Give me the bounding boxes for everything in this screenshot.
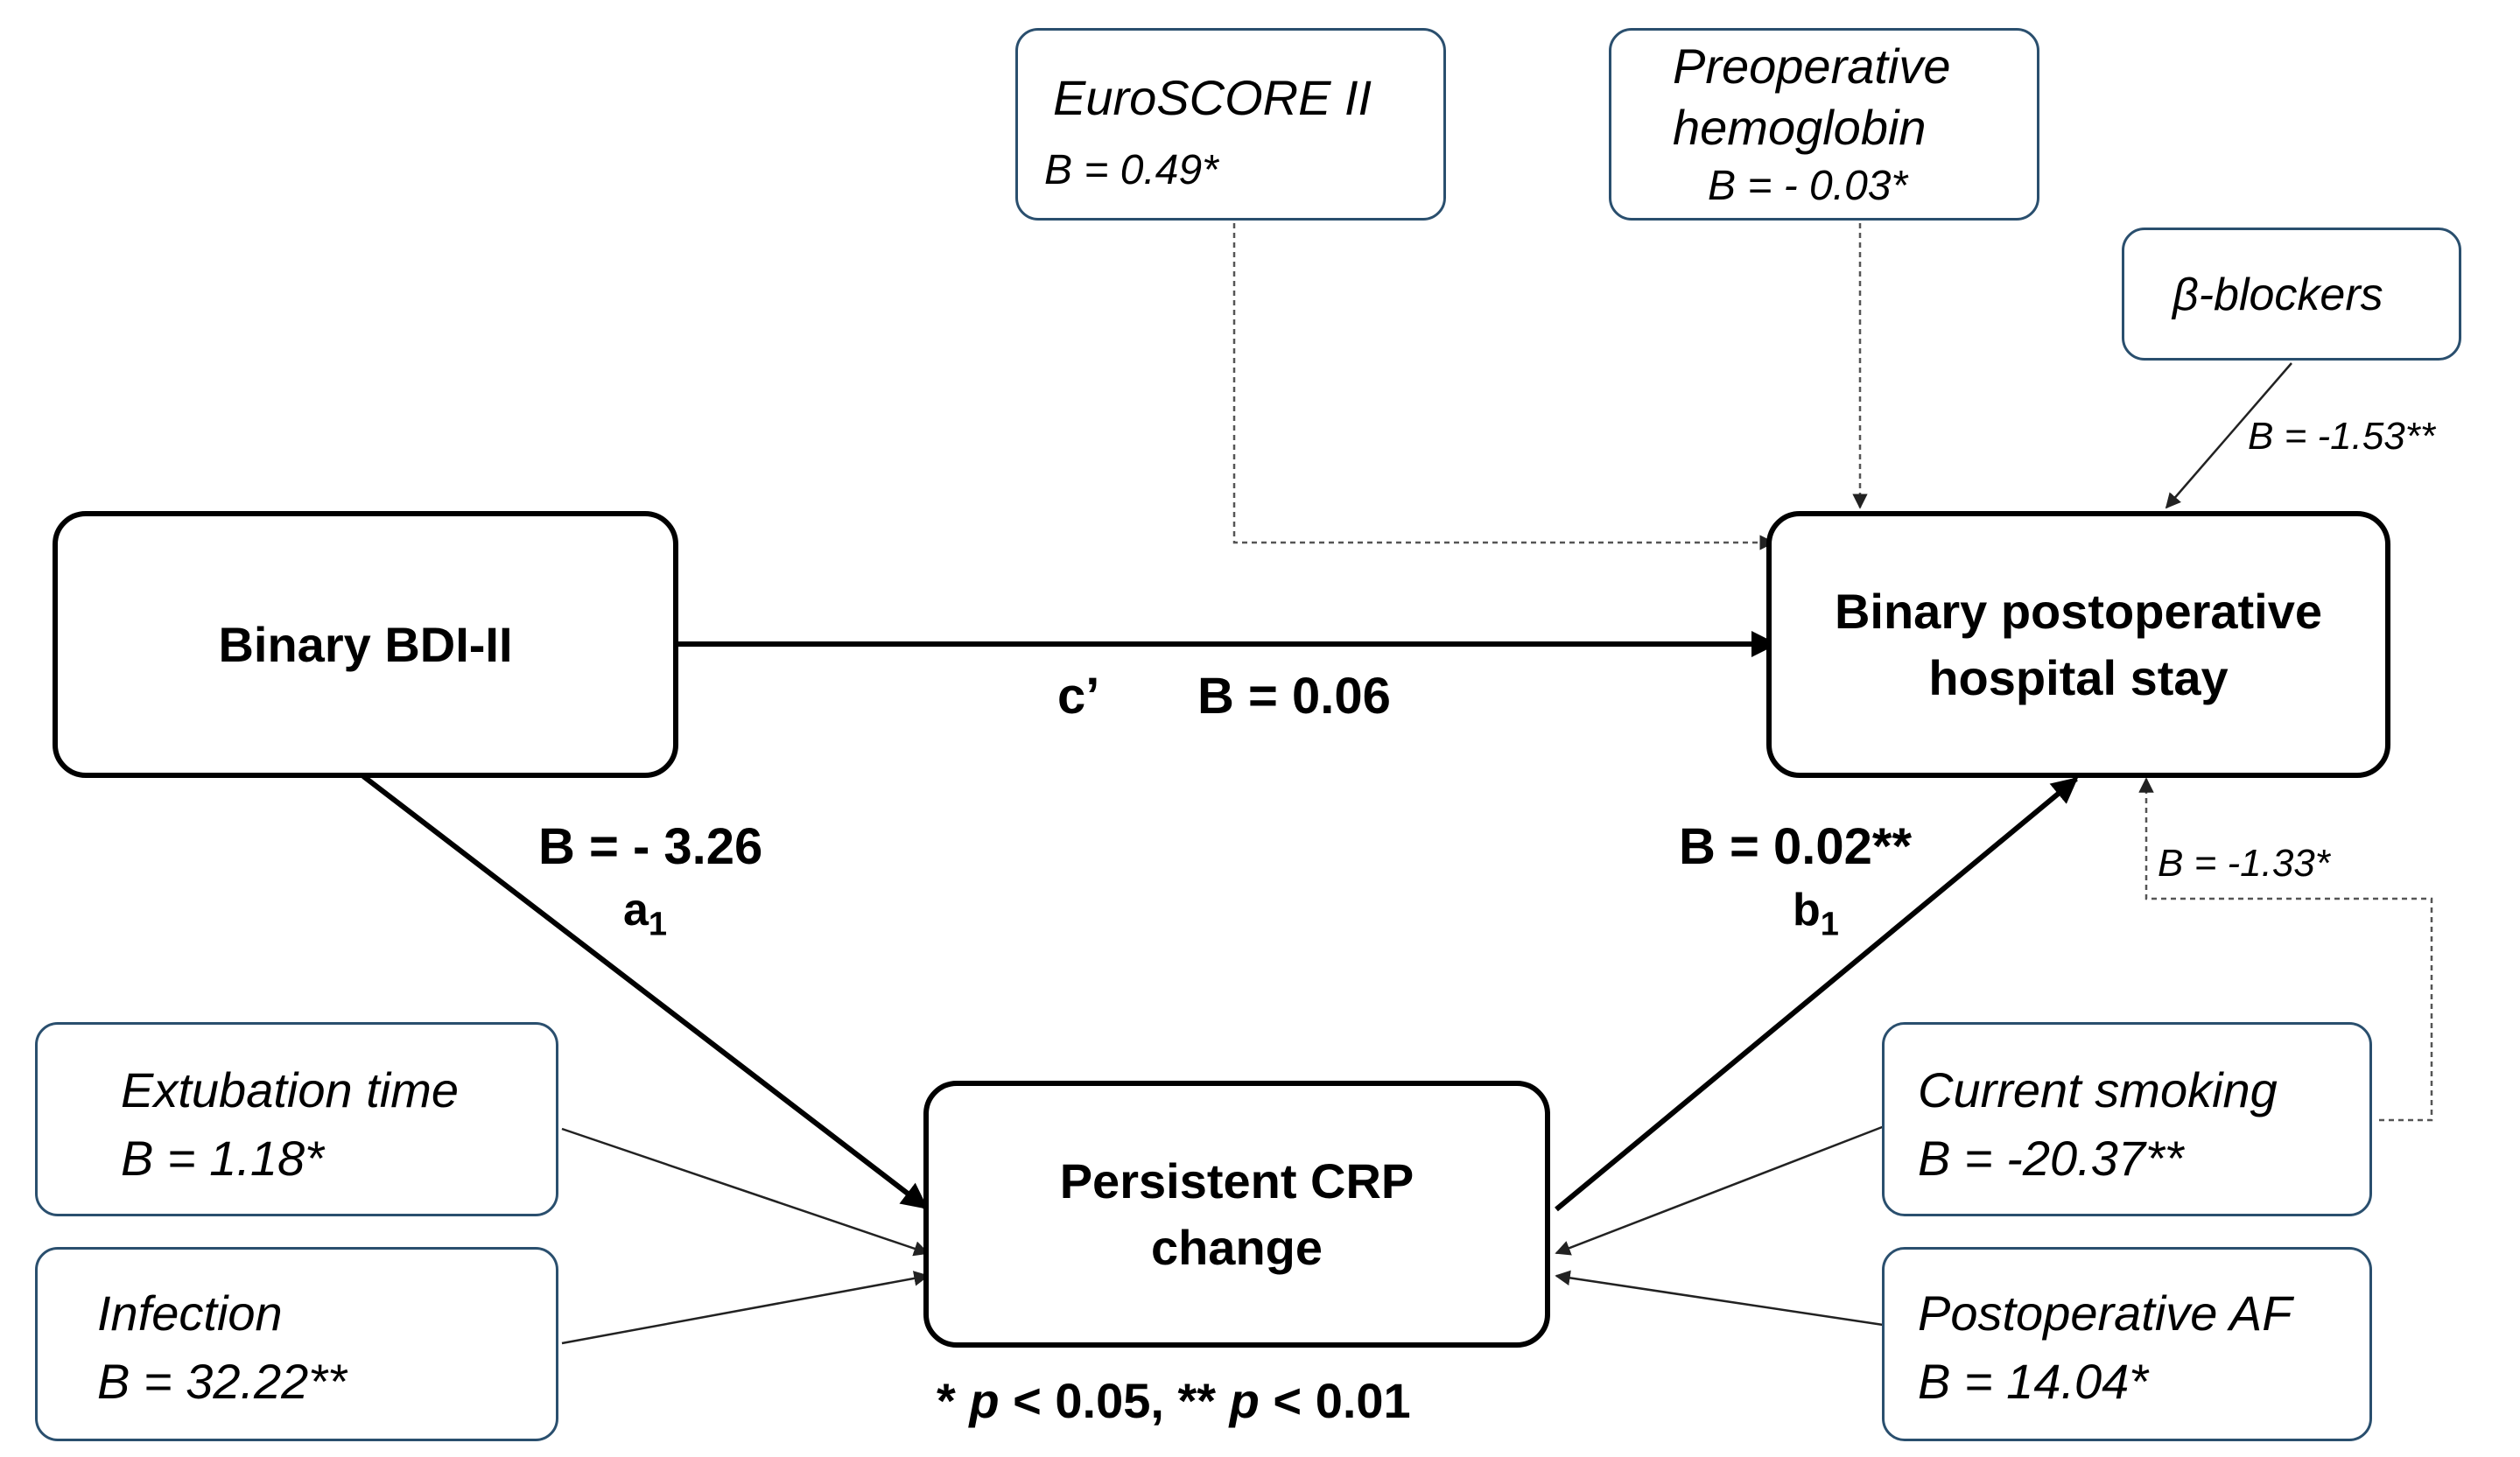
footnote-p2: p bbox=[1229, 1373, 1260, 1428]
node-hospital-stay-line2: hospital stay bbox=[1928, 649, 2229, 705]
cov-hemoglobin-b: B = - 0.03* bbox=[1708, 163, 1908, 209]
path-b1-arrow bbox=[1555, 776, 2079, 1212]
cov-beta-blockers: β-blockers bbox=[2122, 228, 2461, 361]
cov-euroscore-b: B = 0.49* bbox=[1044, 147, 1218, 193]
node-hospital-stay-line1: Binary postoperative bbox=[1834, 583, 2323, 639]
extubation-arrow bbox=[561, 1127, 930, 1257]
path-a1-label: a1 bbox=[623, 884, 667, 943]
infection-arrow bbox=[561, 1271, 930, 1345]
footnote-part3: < 0.01 bbox=[1259, 1373, 1411, 1428]
cov-af-title: Postoperative AF bbox=[1918, 1285, 2292, 1341]
path-b1-sub: 1 bbox=[1820, 906, 1839, 943]
path-b1-b: B = 0.02** bbox=[1679, 818, 1913, 875]
cov-infection-title: Infection bbox=[97, 1285, 283, 1341]
node-crp-line2: change bbox=[1150, 1219, 1323, 1275]
cov-euroscore: EuroSCORE II B = 0.49* bbox=[1015, 28, 1446, 221]
path-c-prime-b: B = 0.06 bbox=[1197, 668, 1391, 725]
path-a1-b: B = - 3.26 bbox=[538, 818, 763, 875]
cov-extubation-b: B = 1.18* bbox=[121, 1131, 324, 1186]
path-b1-letter: b bbox=[1793, 885, 1821, 935]
node-crp-change: Persistent CRP change bbox=[923, 1081, 1550, 1348]
path-a1-letter: a bbox=[623, 885, 649, 935]
node-binary-bdi-label: Binary BDI-II bbox=[218, 616, 513, 672]
cov-euroscore-title: EuroSCORE II bbox=[1053, 70, 1372, 125]
node-hospital-stay: Binary postoperative hospital stay bbox=[1766, 511, 2390, 778]
node-crp-line1: Persistent CRP bbox=[1059, 1152, 1414, 1208]
cov-hemoglobin-title-1: Preoperative bbox=[1673, 39, 1951, 94]
cov-smoking-title: Current smoking bbox=[1918, 1062, 2278, 1117]
beta-blockers-arrow bbox=[2165, 362, 2292, 509]
path-a1-arrow bbox=[362, 774, 929, 1210]
smoking-stay-b: B = -1.33* bbox=[2158, 842, 2330, 885]
cov-postoperative-af: Postoperative AF B = 14.04* bbox=[1882, 1247, 2372, 1441]
significance-footnote: * p < 0.05, ** p < 0.01 bbox=[937, 1372, 1411, 1429]
cov-smoking-b: B = -20.37** bbox=[1918, 1131, 2184, 1186]
path-a1-sub: 1 bbox=[648, 906, 668, 943]
cov-smoking: Current smoking B = -20.37** bbox=[1882, 1022, 2372, 1216]
smoking-crp-arrow bbox=[1555, 1123, 1890, 1256]
beta-blockers-b: B = -1.53** bbox=[2248, 415, 2436, 458]
footnote-part1: * bbox=[937, 1373, 970, 1428]
footnote-p1: p bbox=[969, 1373, 1000, 1428]
cov-extubation-title: Extubation time bbox=[121, 1062, 459, 1117]
smoking-stay-arrow bbox=[2138, 777, 2433, 1122]
cov-hemoglobin-title-2: hemoglobin bbox=[1673, 100, 1927, 155]
cov-infection-b: B = 32.22** bbox=[97, 1354, 347, 1409]
path-b1-label: b1 bbox=[1793, 884, 1839, 943]
cov-af-b: B = 14.04* bbox=[1918, 1354, 2149, 1409]
cov-extubation: Extubation time B = 1.18* bbox=[35, 1022, 558, 1216]
cov-beta-blockers-title: β-blockers bbox=[2173, 270, 2383, 320]
af-arrow bbox=[1555, 1270, 1890, 1327]
path-c-prime-label: c’ bbox=[1057, 668, 1100, 725]
node-binary-bdi: Binary BDI-II bbox=[53, 511, 678, 778]
euroscore-arrow bbox=[1232, 223, 1775, 550]
footnote-part2: < 0.05, ** bbox=[999, 1373, 1230, 1428]
cov-hemoglobin: Preoperative hemoglobin B = - 0.03* bbox=[1609, 28, 2039, 221]
cov-infection: Infection B = 32.22** bbox=[35, 1247, 558, 1441]
